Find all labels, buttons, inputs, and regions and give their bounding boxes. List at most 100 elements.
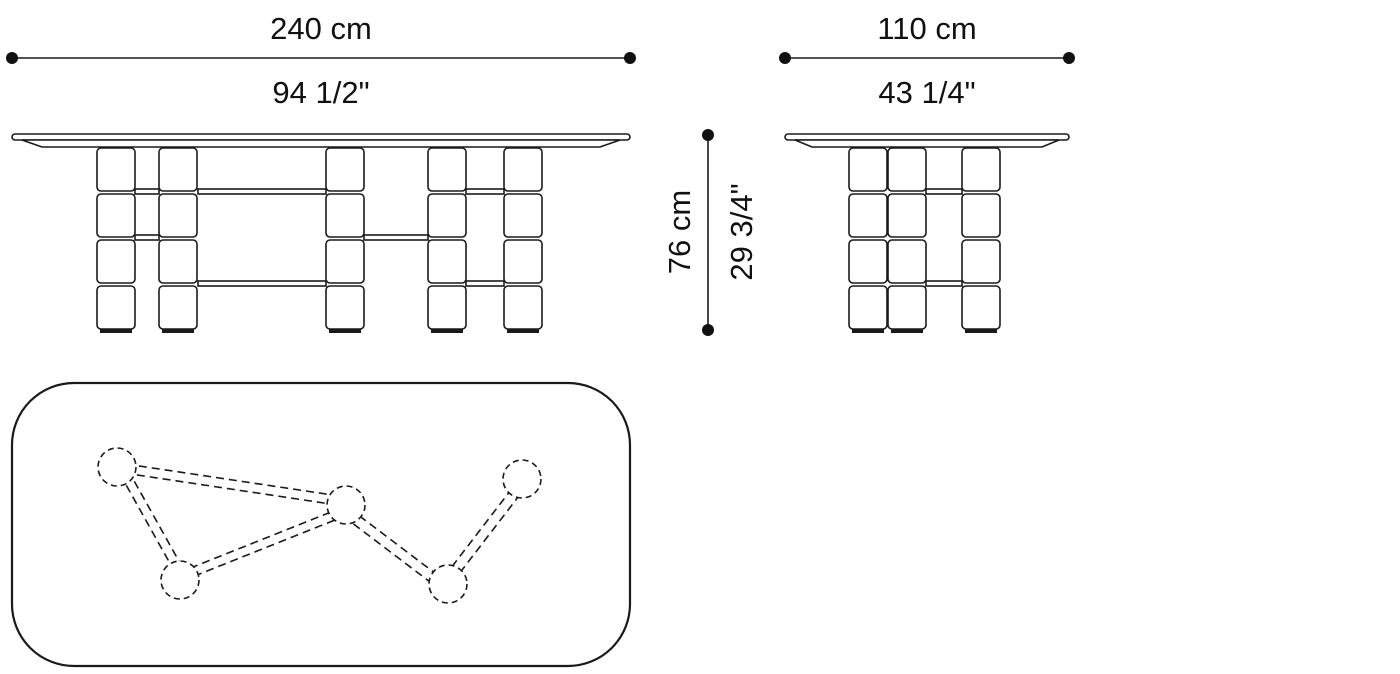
leg-block bbox=[158, 239, 198, 284]
height-dimension: 76 cm 29 3/4" bbox=[662, 129, 759, 336]
table-leg bbox=[96, 147, 136, 333]
stretcher-bar bbox=[197, 280, 327, 287]
stretcher-bar bbox=[925, 280, 963, 287]
hidden-stretcher bbox=[127, 469, 181, 564]
table-leg bbox=[325, 147, 365, 333]
leg-block bbox=[427, 193, 467, 238]
tabletop-outline bbox=[10, 381, 632, 668]
hidden-stretcher bbox=[181, 515, 346, 582]
leg-block bbox=[427, 147, 467, 192]
width-dimension: 240 cm 94 1/2" bbox=[6, 11, 636, 110]
tabletop-edge bbox=[11, 133, 631, 141]
leg-block bbox=[427, 285, 467, 330]
width-inch-label: 94 1/2" bbox=[272, 75, 369, 110]
height-cm-label: 76 cm bbox=[662, 190, 697, 274]
tabletop-underside bbox=[794, 139, 1060, 148]
hidden-stretcher bbox=[125, 463, 347, 498]
leg-block bbox=[848, 239, 888, 284]
front-legs bbox=[96, 147, 543, 333]
table-leg bbox=[427, 147, 467, 333]
depth-inch-label: 43 1/4" bbox=[878, 75, 975, 110]
width-dimension-start-dot bbox=[6, 52, 18, 64]
depth-cm-label: 110 cm bbox=[877, 11, 976, 46]
leg-block bbox=[427, 239, 467, 284]
side-stretchers bbox=[925, 188, 963, 287]
hidden-stretcher bbox=[119, 473, 173, 568]
tabletop-underside bbox=[21, 139, 621, 148]
front-stretchers bbox=[134, 188, 505, 287]
hidden-stretcher bbox=[348, 507, 445, 581]
leg-foot bbox=[162, 329, 194, 333]
leg-block bbox=[503, 193, 543, 238]
leg-position bbox=[502, 459, 542, 499]
leg-position bbox=[97, 447, 137, 487]
side-legs bbox=[848, 147, 1001, 333]
leg-block bbox=[848, 193, 888, 238]
leg-block bbox=[158, 147, 198, 192]
leg-block bbox=[961, 147, 1001, 192]
leg-block bbox=[96, 147, 136, 192]
leg-block bbox=[325, 147, 365, 192]
leg-block bbox=[503, 147, 543, 192]
base-stretcher-outline bbox=[119, 463, 526, 589]
leg-foot bbox=[100, 329, 132, 333]
front-tabletop bbox=[11, 133, 631, 148]
leg-position bbox=[326, 485, 366, 525]
leg-block bbox=[158, 285, 198, 330]
table-leg bbox=[503, 147, 543, 333]
table-leg bbox=[158, 147, 198, 333]
height-dimension-top-dot bbox=[702, 129, 714, 141]
leg-block bbox=[325, 285, 365, 330]
leg-foot bbox=[507, 329, 539, 333]
leg-positions bbox=[97, 447, 542, 604]
height-inch-label: 29 3/4" bbox=[724, 183, 759, 280]
top-view bbox=[10, 381, 632, 668]
leg-block bbox=[848, 285, 888, 330]
stretcher-bar bbox=[363, 234, 429, 241]
leg-foot bbox=[431, 329, 463, 333]
table-leg bbox=[961, 147, 1001, 333]
depth-dimension-end-dot bbox=[1063, 52, 1075, 64]
stretcher-bar bbox=[134, 188, 160, 195]
leg-foot bbox=[329, 329, 361, 333]
depth-dimension: 110 cm 43 1/4" bbox=[779, 11, 1075, 110]
leg-block bbox=[96, 239, 136, 284]
leg-position bbox=[160, 560, 200, 600]
leg-block bbox=[158, 193, 198, 238]
stretcher-bar bbox=[197, 188, 327, 195]
hidden-stretcher bbox=[342, 515, 439, 589]
leg-block bbox=[887, 285, 927, 330]
stretcher-bar bbox=[925, 188, 963, 195]
stretcher-bar bbox=[465, 188, 505, 195]
hidden-stretcher bbox=[177, 507, 342, 574]
stretcher-bar bbox=[465, 280, 505, 287]
height-dimension-bottom-dot bbox=[702, 324, 714, 336]
leg-block bbox=[325, 193, 365, 238]
leg-block bbox=[961, 285, 1001, 330]
table-leg bbox=[848, 147, 888, 333]
side-view bbox=[784, 133, 1070, 333]
leg-block bbox=[848, 147, 888, 192]
leg-block bbox=[961, 239, 1001, 284]
leg-block bbox=[887, 193, 927, 238]
side-tabletop bbox=[784, 133, 1070, 148]
leg-foot bbox=[965, 329, 997, 333]
table-leg bbox=[887, 147, 927, 333]
leg-foot bbox=[891, 329, 923, 333]
hidden-stretcher bbox=[123, 472, 345, 507]
leg-block bbox=[961, 193, 1001, 238]
stretcher-bar bbox=[134, 234, 160, 241]
leg-block bbox=[503, 239, 543, 284]
width-dimension-end-dot bbox=[624, 52, 636, 64]
depth-dimension-start-dot bbox=[779, 52, 791, 64]
leg-block bbox=[887, 147, 927, 192]
leg-position bbox=[428, 564, 468, 604]
leg-block bbox=[96, 285, 136, 330]
leg-block bbox=[96, 193, 136, 238]
leg-foot bbox=[852, 329, 884, 333]
leg-block bbox=[325, 239, 365, 284]
leg-block bbox=[503, 285, 543, 330]
hidden-stretcher bbox=[443, 481, 518, 578]
tabletop-edge bbox=[784, 133, 1070, 141]
